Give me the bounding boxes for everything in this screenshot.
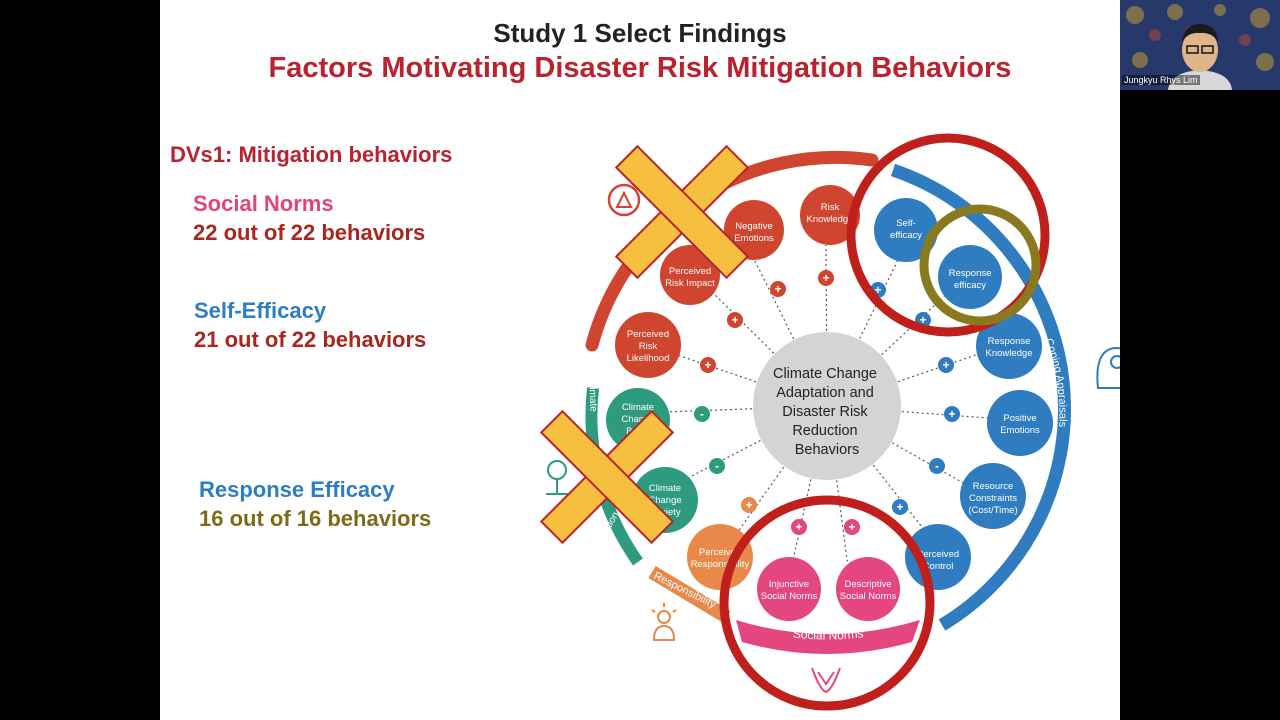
svg-text:+: + [919, 313, 926, 327]
participant-name: Jungkyu Rhys Lim [1122, 75, 1200, 85]
social-norms-arc-label: Social Norms [792, 626, 864, 642]
social-norms-result: 22 out of 22 behaviors [193, 220, 426, 245]
slide-subtitle: Factors Motivating Disaster Risk Mitigat… [268, 52, 1012, 84]
risk-knowledge-node [800, 185, 860, 245]
svg-text:+: + [896, 500, 903, 514]
perceived-responsibility-node [687, 524, 753, 590]
hands-together-icon [811, 667, 841, 694]
behavior-factors-diagram: Coping Appraisals Social Norms Responsib… [539, 133, 1120, 711]
center-node [753, 332, 901, 480]
svg-text:+: + [948, 407, 955, 421]
dv1-heading: DVs1: Mitigation behaviors [170, 142, 453, 167]
response-efficacy-label: Response Efficacy [199, 477, 395, 502]
social-norms-label: Social Norms [193, 191, 334, 216]
responsibility-person-icon [651, 603, 677, 641]
injunctive-social-norms-node [757, 557, 821, 621]
perceived-risk-impact-node [660, 245, 720, 305]
climate-arc-label: Climate [586, 378, 599, 413]
svg-text:+: + [795, 520, 802, 534]
perceived-risk-likelihood-node [615, 312, 681, 378]
svg-text:-: - [700, 407, 704, 421]
social-norms-arc [736, 620, 920, 654]
svg-text:+: + [942, 358, 949, 372]
svg-text:+: + [704, 358, 711, 372]
svg-text:+: + [774, 282, 781, 296]
svg-text:-: - [935, 459, 939, 473]
svg-text:+: + [745, 498, 752, 512]
brain-head-icon [1096, 346, 1120, 389]
response-efficacy-result: 16 out of 16 behaviors [199, 506, 432, 531]
coping-highlight-circle [846, 133, 1050, 337]
response-efficacy-node [938, 245, 1002, 309]
center-node-label: Climate Change Adaptation and Disaster R… [773, 366, 881, 458]
upper-cross-mark [614, 144, 750, 280]
social-norms-highlight-circle [719, 495, 935, 711]
svg-text:+: + [822, 271, 829, 285]
response-efficacy-highlight-circle [919, 204, 1041, 326]
resource-constraints-node [960, 463, 1026, 529]
self-efficacy-label: Self-Efficacy [194, 298, 327, 323]
svg-text:+: + [731, 313, 738, 327]
webcam-thumbnail[interactable]: Jungkyu Rhys Lim [1120, 0, 1280, 90]
response-knowledge-node [976, 313, 1042, 379]
svg-text:+: + [848, 520, 855, 534]
self-efficacy-node [874, 198, 938, 262]
descriptive-social-norms-node [836, 557, 900, 621]
negative-emotions-node [724, 200, 784, 260]
self-efficacy-result: 21 out of 22 behaviors [194, 327, 427, 352]
svg-text:Self-efficacy: Self-efficacy [890, 218, 922, 241]
svg-text:-: - [715, 459, 719, 473]
lower-cross-mark [539, 409, 675, 545]
presentation-slide: Study 1 Select Findings Factors Motivati… [160, 0, 1120, 720]
positive-emotions-node [987, 390, 1053, 456]
slide-title: Study 1 Select Findings [493, 18, 787, 48]
tree-icon [546, 460, 568, 495]
warning-icon [607, 183, 641, 217]
svg-text:+: + [874, 283, 881, 297]
responsibility-arc [648, 565, 731, 624]
webcam-video [1120, 0, 1280, 90]
